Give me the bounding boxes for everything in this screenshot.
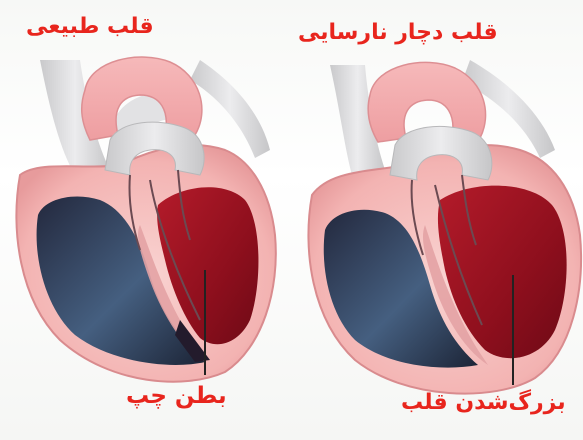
failing-heart [308, 60, 581, 394]
caption-left-ventricle: بطن چپ [126, 383, 227, 409]
caption-heart-enlargement: بزرگ‌شدن قلب [401, 390, 566, 415]
title-failing-heart: قلب دچار نارسایی [298, 20, 498, 45]
normal-heart [16, 57, 275, 382]
title-normal-heart: قلب طبیعی [26, 14, 154, 39]
